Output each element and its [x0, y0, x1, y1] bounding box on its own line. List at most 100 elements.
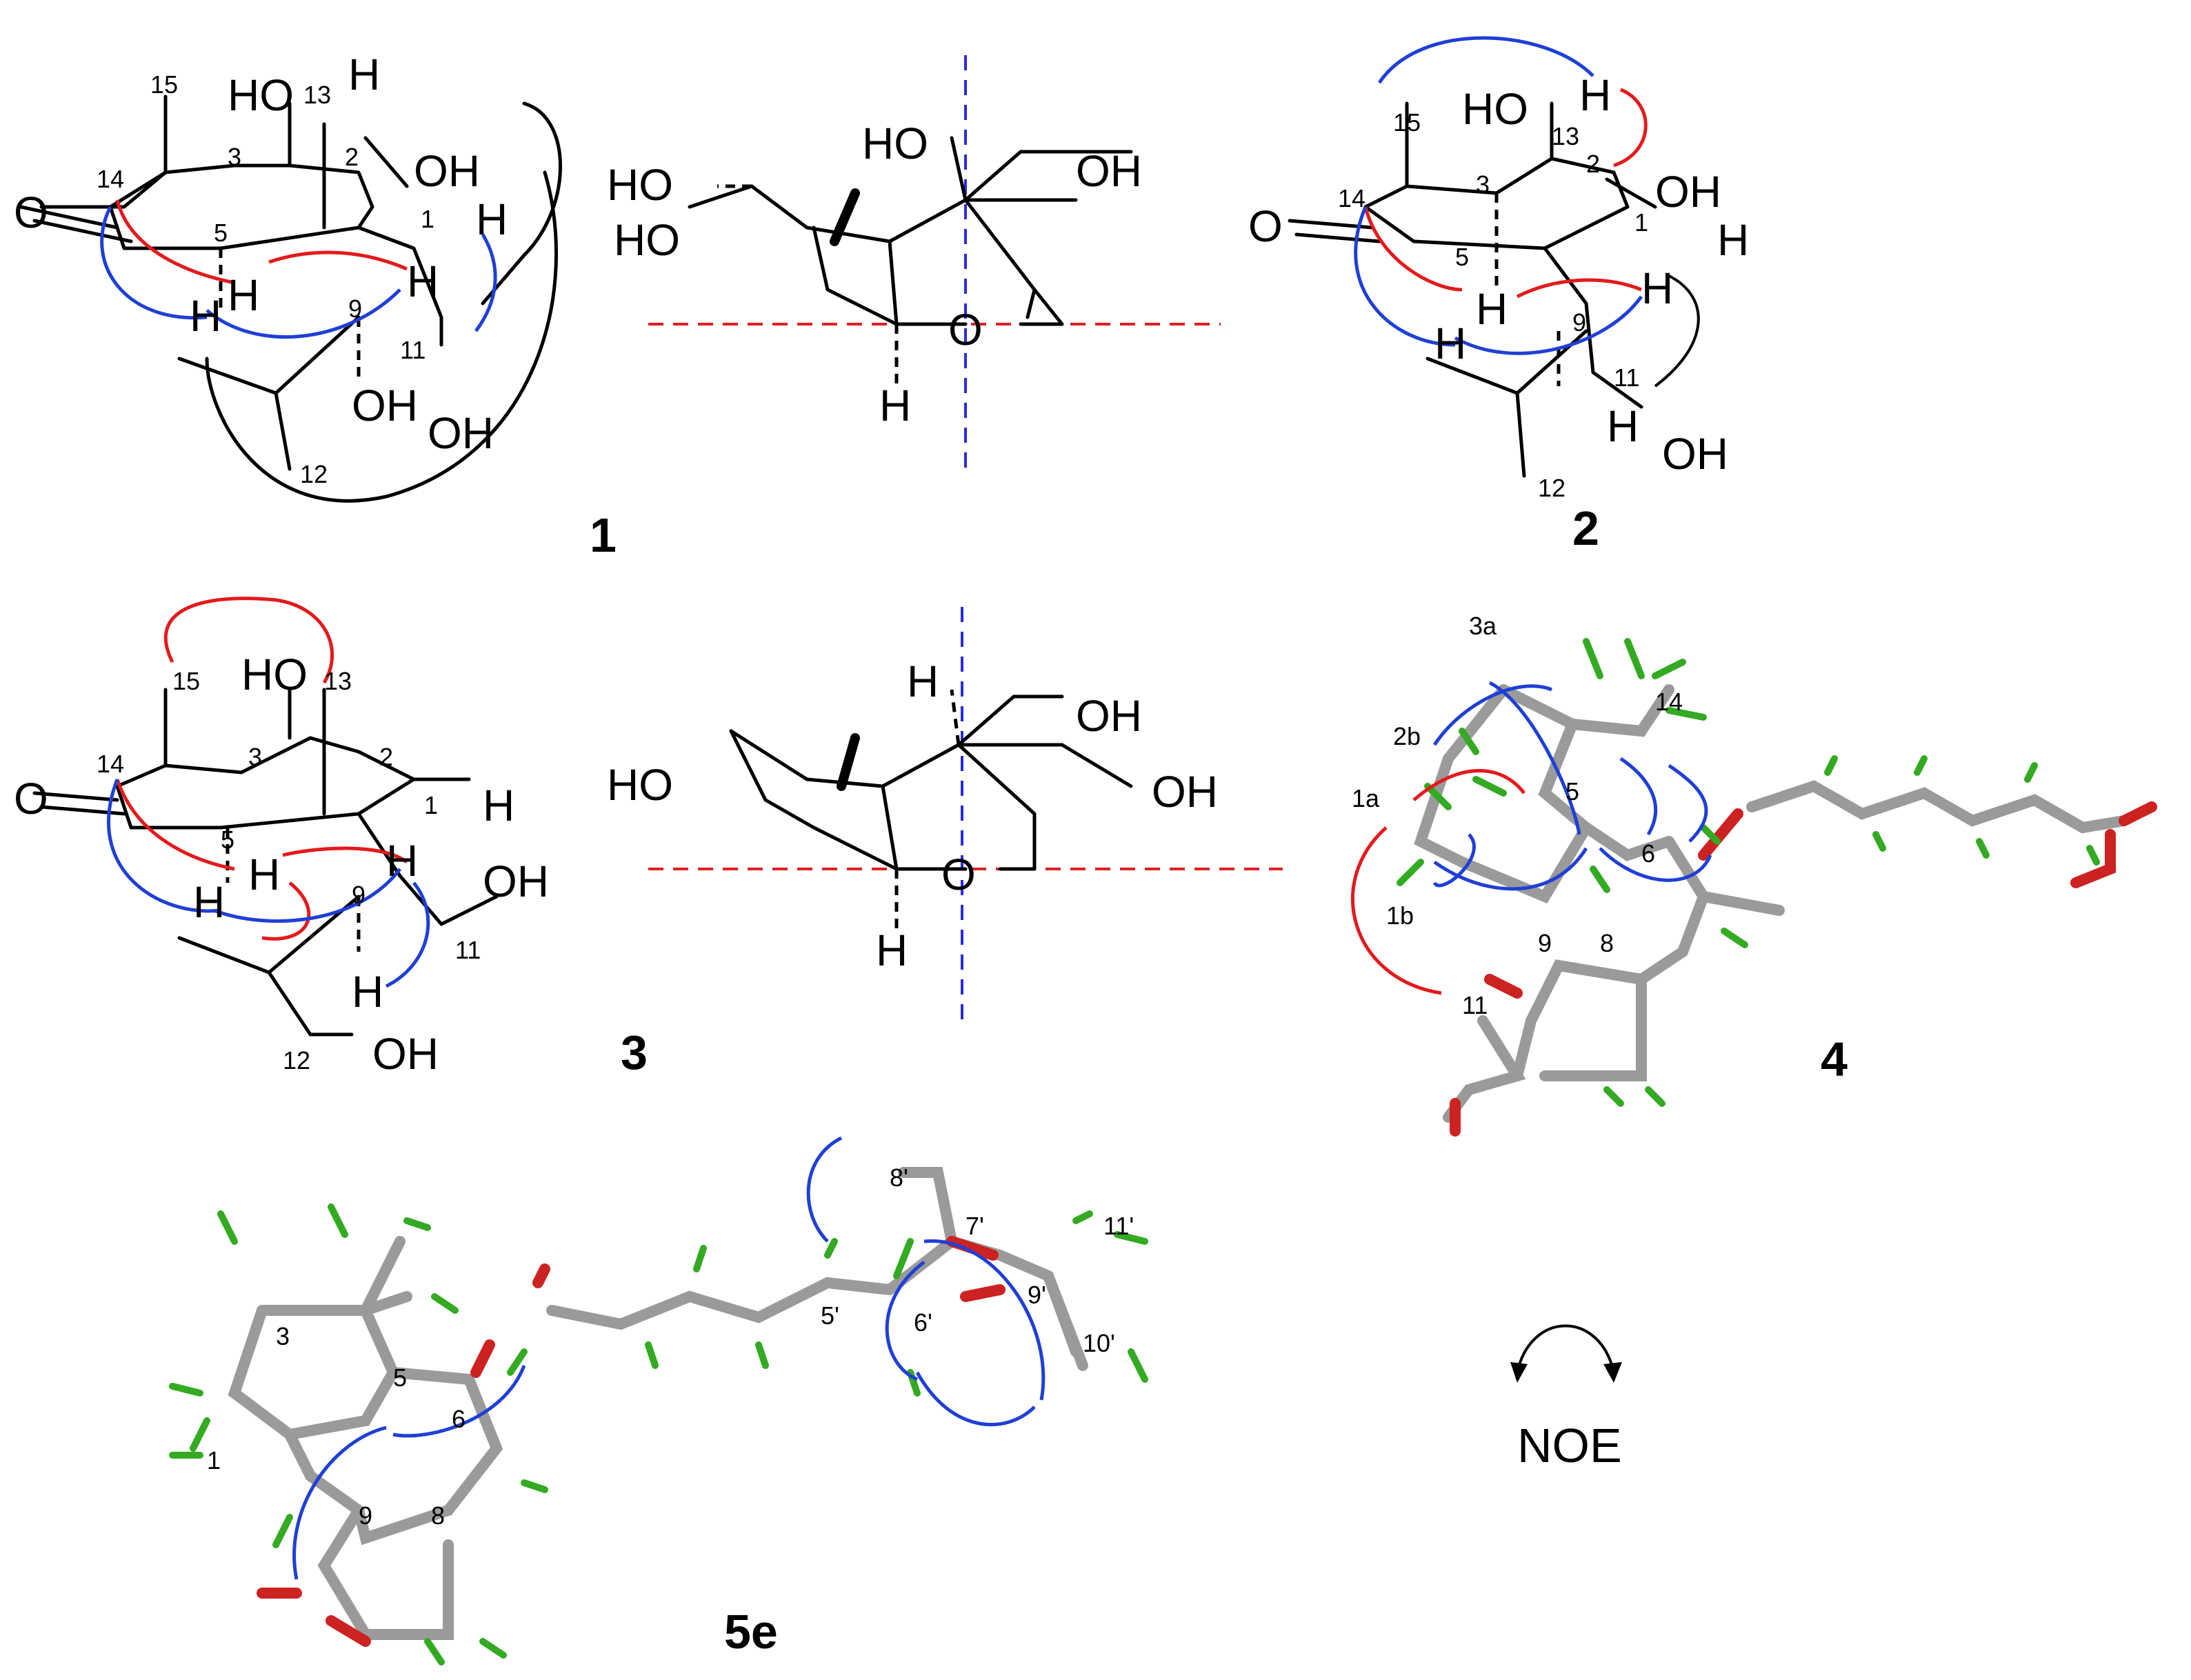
atom-label-11-c3: 11: [455, 936, 481, 964]
atom-label-9-c4: 9: [1538, 929, 1552, 957]
group-H-right-c1: H: [476, 194, 508, 244]
atom-label-8-c5e: 8: [431, 1501, 445, 1530]
group-H11-c3: H: [352, 967, 383, 1017]
group-O-ring-mid1: O: [948, 305, 983, 354]
group-OH12-c3: OH: [372, 1029, 439, 1079]
atom-label-2-c1: 2: [345, 143, 359, 171]
group-OH-mid1: OH: [1076, 146, 1142, 196]
group-HO-mid2: HO: [607, 760, 673, 810]
compound-3-structure: [32, 597, 499, 1037]
atom-label-5-c1: 5: [214, 219, 228, 247]
atom-label-5-c2: 5: [1455, 243, 1469, 271]
atom-label-9-c5e: 9: [359, 1501, 372, 1530]
group-H1-c2: H: [1641, 263, 1673, 313]
group-O-c1: O: [14, 188, 48, 237]
atom-label-13-c2: 13: [1552, 122, 1579, 150]
group-HO-wedge-mid1: HO: [614, 215, 680, 265]
atom-label-9-c2: 9: [1572, 308, 1586, 337]
group-HO-c2: HO: [1462, 84, 1528, 134]
atom-label-5-c4: 5: [1565, 777, 1579, 806]
compound-label-3: 3: [621, 1026, 648, 1079]
group-HO-c1: HO: [228, 70, 294, 120]
atom-label-7p-c5e: 7': [966, 1212, 984, 1240]
group-O-c3: O: [14, 774, 48, 823]
group-HO-c3: HO: [241, 650, 308, 699]
atom-label-8p-c5e: 8': [890, 1163, 908, 1192]
atom-label-11-c1: 11: [400, 336, 426, 364]
atom-label-12-c1: 12: [300, 460, 328, 488]
compound-4-model: [1351, 638, 2157, 1137]
group-H-top-mid2: H: [907, 657, 939, 706]
atom-label-12-c2: 12: [1538, 474, 1565, 502]
atom-label-14-c4: 14: [1655, 688, 1683, 716]
atom-label-15-c2: 15: [1393, 108, 1421, 137]
atom-label-9p-c5e: 9': [1028, 1281, 1046, 1309]
atom-label-15-c3: 15: [172, 667, 200, 695]
atom-label-1-c1: 1: [421, 205, 434, 233]
compound-label-1: 1: [590, 508, 617, 562]
atom-label-9-c1: 9: [348, 294, 362, 323]
atom-label-3a-c4: 3a: [1469, 612, 1497, 640]
atom-label-15-c1: 15: [150, 70, 178, 99]
group-HO-top-mid1: HO: [862, 119, 928, 168]
atom-label-1-c3: 1: [424, 791, 438, 819]
atom-label-6-c5e: 6: [452, 1405, 466, 1433]
group-OH11-c1: OH: [428, 408, 494, 458]
atom-label-14-c1: 14: [97, 165, 124, 193]
skeleton-bottom-middle: [648, 607, 1283, 1021]
atom-label-13-c3: 13: [324, 667, 352, 695]
atom-label-5-c3: 5: [221, 826, 234, 854]
atom-label-3-c3: 3: [248, 743, 262, 771]
group-O-ring-mid2: O: [941, 850, 976, 899]
group-H-mid2: H: [876, 926, 908, 975]
group-H5-c3: H: [248, 850, 280, 899]
group-OH-top-mid2: OH: [1076, 691, 1142, 741]
compound-1-structure: [19, 94, 562, 503]
atom-label-2b-c4: 2b: [1393, 722, 1421, 750]
group-OH-c2: OH: [1655, 167, 1721, 217]
compound-label-5e: 5e: [724, 1605, 778, 1659]
group-H-alkene-c2: H: [1434, 319, 1466, 368]
group-H5-c1: H: [228, 270, 259, 320]
atom-label-6p-c5e: 6': [914, 1308, 932, 1337]
group-H5-c2: H: [1476, 284, 1508, 334]
group-OH11-c3: OH: [483, 857, 549, 906]
atom-label-10p-c5e: 10': [1083, 1329, 1115, 1357]
atom-label-1a-c4: 1a: [1352, 784, 1380, 812]
group-H1-c1: H: [407, 257, 439, 306]
atom-label-1-c2: 1: [1634, 208, 1648, 237]
compound-label-2: 2: [1572, 501, 1599, 555]
atom-label-2-c3: 2: [379, 743, 393, 771]
atom-label-5-c5e: 5: [393, 1363, 407, 1392]
atom-label-13-c1: 13: [303, 81, 331, 109]
atom-label-14-c2: 14: [1338, 184, 1365, 212]
atom-label-6-c4: 6: [1641, 839, 1655, 868]
group-O-c2: O: [1248, 201, 1283, 251]
atom-label-3-c1: 3: [228, 143, 241, 171]
atom-label-8-c4: 8: [1600, 929, 1614, 957]
group-H-top-c1: H: [348, 50, 380, 99]
group-H-mid1: H: [879, 381, 911, 430]
atom-label-1b-c4: 1b: [1386, 901, 1414, 930]
atom-label-1-c5e: 1: [207, 1446, 221, 1474]
group-H1-c3: H: [483, 781, 514, 830]
group-H-right-c2: H: [1717, 215, 1749, 265]
group-OH-c1: OH: [414, 146, 480, 196]
atom-label-12-c3: 12: [283, 1046, 310, 1074]
group-OH-right-mid2: OH: [1152, 767, 1218, 817]
compound-2-structure: [1288, 36, 1700, 478]
atom-label-11-c2: 11: [1614, 363, 1639, 392]
group-H-alkene-c3: H: [193, 877, 225, 927]
noe-legend-arrow: [1510, 1324, 1622, 1383]
atom-label-11-c4: 11: [1462, 991, 1488, 1019]
atom-label-3-c2: 3: [1476, 170, 1490, 199]
group-H11-c2: H: [1607, 401, 1639, 451]
atom-label-3-c5e: 3: [276, 1322, 290, 1350]
compound-5e-model: [169, 1136, 1148, 1666]
group-H9-c3: H: [386, 836, 418, 886]
group-HO-hash-mid1: HO: [607, 160, 673, 210]
group-OH9-c1: OH: [352, 381, 418, 430]
group-OH11-c2: OH: [1662, 429, 1728, 479]
group-H-top-c2: H: [1579, 70, 1611, 120]
